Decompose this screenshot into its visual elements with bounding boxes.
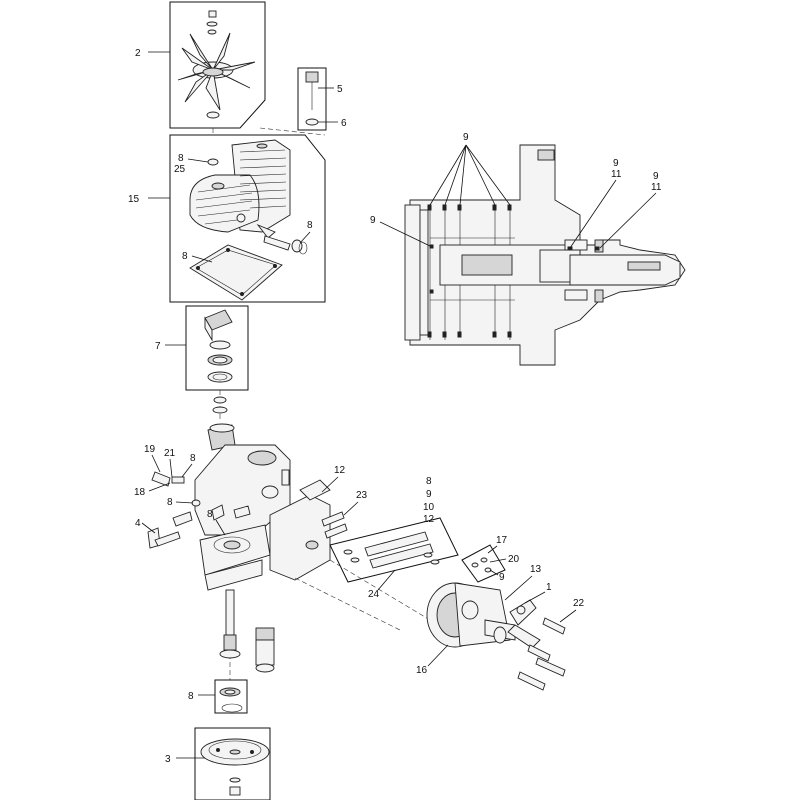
leader-22 xyxy=(559,609,577,623)
leader-9-left xyxy=(379,221,431,247)
callout-1: 1 xyxy=(546,582,552,593)
callout-3: 3 xyxy=(165,754,171,765)
callout-19: 19 xyxy=(144,444,156,455)
housing-body xyxy=(189,139,291,233)
bearing-kit-group xyxy=(185,305,249,420)
main-transmission-group xyxy=(194,396,291,690)
callout-8-mid: 8 xyxy=(167,497,173,508)
leader-8-left xyxy=(181,463,193,478)
leader-4 xyxy=(141,522,156,534)
charge-pump xyxy=(255,627,275,673)
cover-gasket xyxy=(189,244,283,301)
filter-group xyxy=(297,67,327,131)
input-shaft xyxy=(219,589,241,690)
callout-9-r1: 9 xyxy=(613,158,619,169)
callout-13: 13 xyxy=(530,564,542,575)
leaders-9-top xyxy=(429,144,511,206)
callout-9-r2: 9 xyxy=(653,171,659,182)
left-fittings xyxy=(147,471,251,549)
leader-17 xyxy=(487,545,498,554)
fan-hub-hardware xyxy=(206,10,220,119)
callout-17: 17 xyxy=(496,535,508,546)
leader-21 xyxy=(169,458,173,478)
leader-8-center xyxy=(215,519,226,536)
callout-8-lower: 8 xyxy=(188,691,194,702)
callout-7: 7 xyxy=(155,341,161,352)
callout-8-gasket: 8 xyxy=(182,251,188,262)
leader-9-11-r1 xyxy=(569,179,617,249)
callout-23: 23 xyxy=(356,490,368,501)
section-seal-marks xyxy=(427,204,600,338)
callout-20: 20 xyxy=(508,554,520,565)
cross-section-view xyxy=(404,144,686,366)
leader-24 xyxy=(377,569,396,591)
callout-8-center: 8 xyxy=(207,509,213,520)
leader-23 xyxy=(343,501,359,516)
fan-blades xyxy=(177,32,256,111)
leader-1 xyxy=(524,591,546,604)
callout-16: 16 xyxy=(416,665,428,676)
pulley-group xyxy=(194,727,271,800)
callout-12-kit: 12 xyxy=(423,514,435,525)
callout-9-top: 9 xyxy=(463,132,469,143)
pump-cylinder xyxy=(207,396,236,451)
callout-2: 2 xyxy=(135,48,141,59)
bolts-22 xyxy=(517,617,566,691)
wheel-motor xyxy=(426,582,516,648)
callout-11-r2: 11 xyxy=(651,182,662,193)
leader-20 xyxy=(489,558,507,563)
lower-bearing-group xyxy=(214,679,248,714)
callout-21: 21 xyxy=(164,448,176,459)
housing-cover-group xyxy=(169,127,326,303)
callout-5: 5 xyxy=(337,84,343,95)
leader-16 xyxy=(427,644,449,667)
leader-8-gasket xyxy=(191,255,213,263)
callout-9-left: 9 xyxy=(370,215,376,226)
leader-18 xyxy=(148,482,171,492)
callout-8-oring: 8 xyxy=(307,220,313,231)
callout-25: 25 xyxy=(174,164,186,175)
callout-12: 12 xyxy=(334,465,346,476)
callout-8-kit: 8 xyxy=(426,476,432,487)
axle-motor-group xyxy=(269,479,566,691)
small-parts-kit xyxy=(461,544,506,583)
leader-12 xyxy=(321,476,339,493)
fan-assembly-group xyxy=(169,1,266,150)
callout-8-cap: 8 xyxy=(178,153,184,164)
leader-8-mid xyxy=(175,501,194,504)
leader-13 xyxy=(504,575,533,601)
callout-10-kit: 10 xyxy=(423,502,435,513)
callout-9-kit2: 9 xyxy=(499,572,505,583)
leader-9-kit2 xyxy=(489,569,499,576)
callout-18: 18 xyxy=(134,487,146,498)
leader-19 xyxy=(151,454,161,473)
callout-9-kit: 9 xyxy=(426,489,432,500)
housing-fittings xyxy=(207,158,308,255)
callout-11-r1: 11 xyxy=(611,169,622,180)
bolts-23 xyxy=(321,511,348,539)
leader-8-25 xyxy=(187,158,209,163)
leader-8-oring xyxy=(299,231,311,244)
tube-kit xyxy=(329,517,459,583)
brake-arm xyxy=(507,599,541,649)
callout-24: 24 xyxy=(368,589,380,600)
callout-22: 22 xyxy=(573,598,585,609)
leader-9-11-r2 xyxy=(599,192,657,249)
callout-6: 6 xyxy=(341,118,347,129)
callout-8-left: 8 xyxy=(190,453,196,464)
callout-15: 15 xyxy=(128,194,140,205)
callout-4: 4 xyxy=(135,518,141,529)
